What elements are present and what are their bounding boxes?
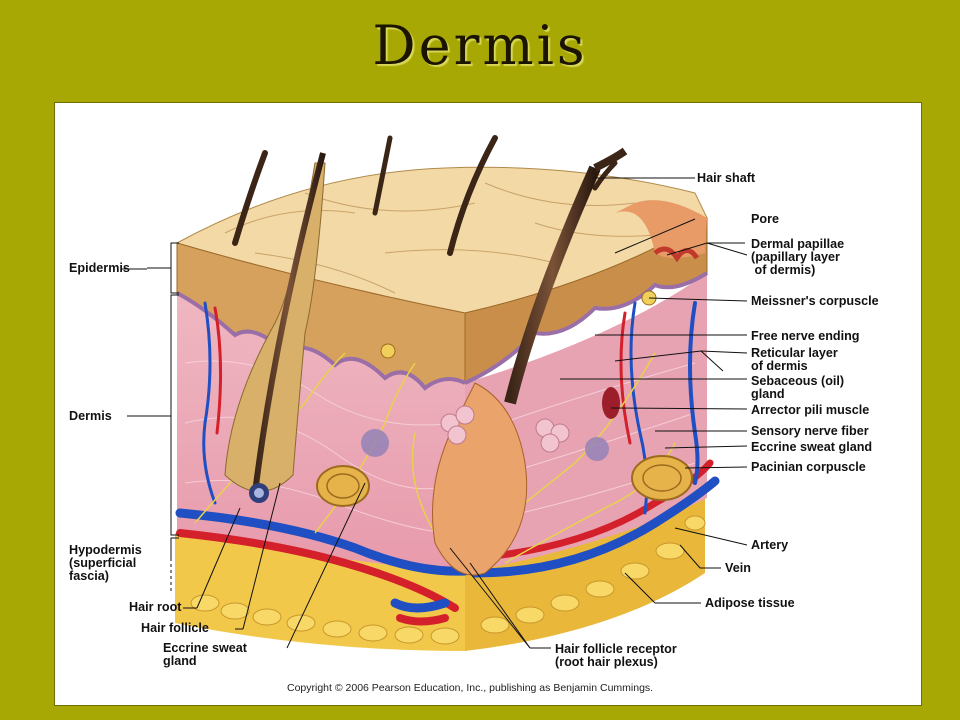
label-artery: Artery [751, 538, 789, 552]
label-hair-follicle: Hair follicle [141, 621, 209, 635]
layer-brackets [127, 242, 179, 558]
label-eccrine-sweat-gland-right: Eccrine sweat gland [751, 440, 873, 454]
label-hair-shaft: Hair shaft [697, 171, 756, 185]
dermis-front-face [177, 293, 465, 573]
adipose-layer [175, 498, 706, 651]
label-hair-follicle-receptor: Hair follicle receptor (root hair plexus… [555, 642, 677, 669]
label-hypodermis: Hypodermis (superficial fascia) [69, 543, 142, 583]
label-vein: Vein [725, 561, 751, 575]
label-adipose-tissue: Adipose tissue [705, 596, 795, 610]
label-eccrine-sweat-gland-left: Eccrine sweat gland [163, 641, 248, 668]
slide-title: Dermis [372, 14, 588, 77]
central-hair-follicle [432, 147, 628, 576]
label-arrector-pili: Arrector pili muscle [751, 403, 870, 417]
dermal-papillae-flap [615, 200, 707, 258]
label-pore: Pore [751, 212, 779, 226]
label-dermal-papillae: Dermal papillae (papillary layer of derm… [751, 237, 845, 277]
label-pacinian-corpuscle: Pacinian corpuscle [751, 460, 866, 474]
label-reticular-layer: Reticular layer of dermis [751, 346, 838, 373]
label-free-nerve-ending: Free nerve ending [751, 329, 860, 343]
leader-lines [121, 177, 748, 649]
skin-illustration [121, 135, 748, 651]
label-epidermis: Epidermis [69, 261, 130, 275]
hair-shafts [232, 135, 618, 256]
copyright-notice: Copyright © 2006 Pearson Education, Inc.… [287, 682, 654, 694]
left-hair-follicle [224, 152, 326, 503]
label-dermis: Dermis [69, 409, 112, 423]
label-sebaceous-gland: Sebaceous (oil) gland [751, 374, 845, 401]
diagram-panel: Hair shaft Pore Dermal papillae (papilla… [54, 102, 922, 706]
label-meissners-corpuscle: Meissner's corpuscle [751, 294, 879, 308]
label-hair-root: Hair root [129, 600, 182, 614]
label-sensory-nerve-fiber: Sensory nerve fiber [751, 424, 869, 438]
